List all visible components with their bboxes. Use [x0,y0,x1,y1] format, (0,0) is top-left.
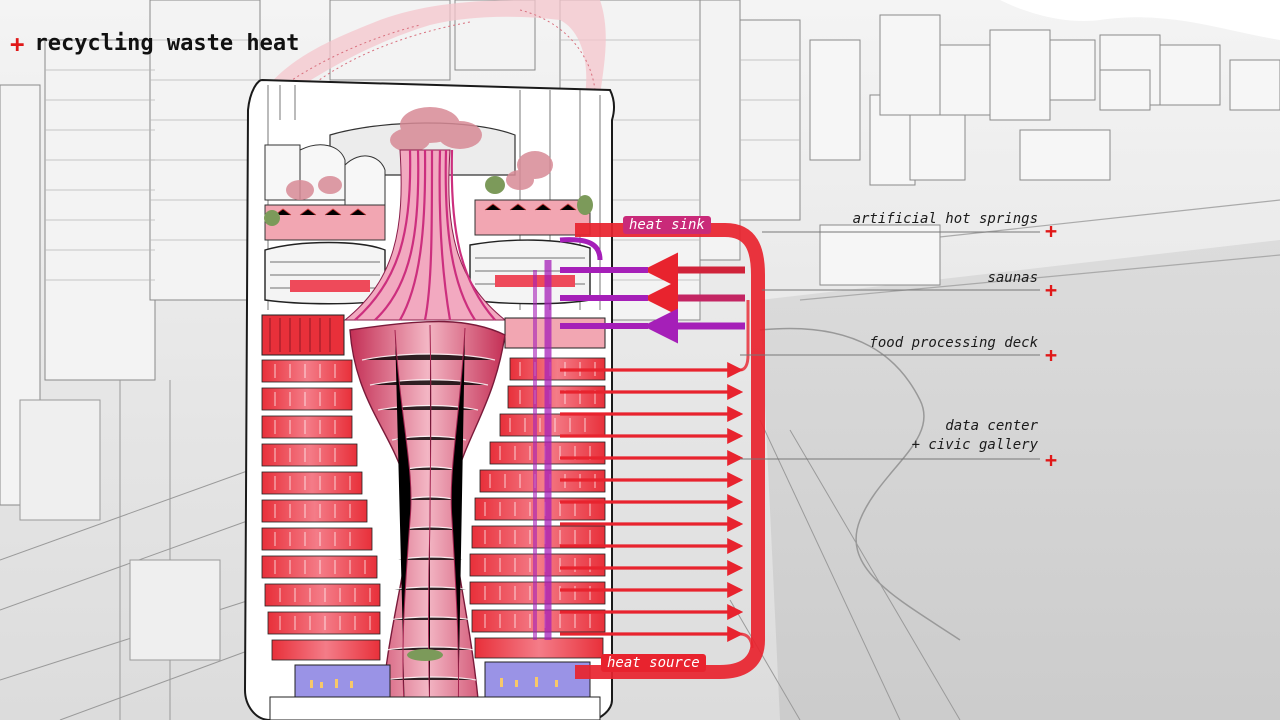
callout-food-deck: food processing deck [869,334,1038,353]
core-atrium [349,320,506,720]
callout-saunas-text: saunas [987,270,1038,286]
heat-circulation-loop [533,223,765,679]
hot-springs-plus-icon: + [1045,219,1058,243]
callout-data-center: data center + civic gallery [912,417,1038,455]
callout-food-deck-text: food processing deck [869,335,1038,351]
title-plus-icon: + [10,30,25,58]
tower-section [243,78,616,720]
title-text: recycling waste heat [34,31,300,56]
callout-hot-springs: artificial hot springs [853,210,1038,229]
central-flue [343,149,507,321]
callout-leaders [740,231,1040,460]
heat-source-tag: heat source [601,654,706,672]
callout-data-center-line-2: + civic gallery [911,437,1038,453]
callout-saunas: saunas [987,269,1038,288]
data-center-plus-icon: + [1045,448,1058,472]
food-deck-plus-icon: + [1045,343,1058,367]
data-center-base [269,661,601,720]
floors-left [261,359,381,661]
heat-sink-label: heat sink [629,217,705,233]
heat-sink-tag: heat sink [623,216,711,234]
exhaust-plume [255,0,606,105]
slide-title: + recycling waste heat [10,32,299,56]
heat-source-label: heat source [607,655,700,671]
saunas-plus-icon: + [1045,278,1058,302]
callout-data-center-line-1: data center [945,418,1038,434]
harbor-water [760,240,1280,720]
callout-hot-springs-text: artificial hot springs [852,211,1038,227]
